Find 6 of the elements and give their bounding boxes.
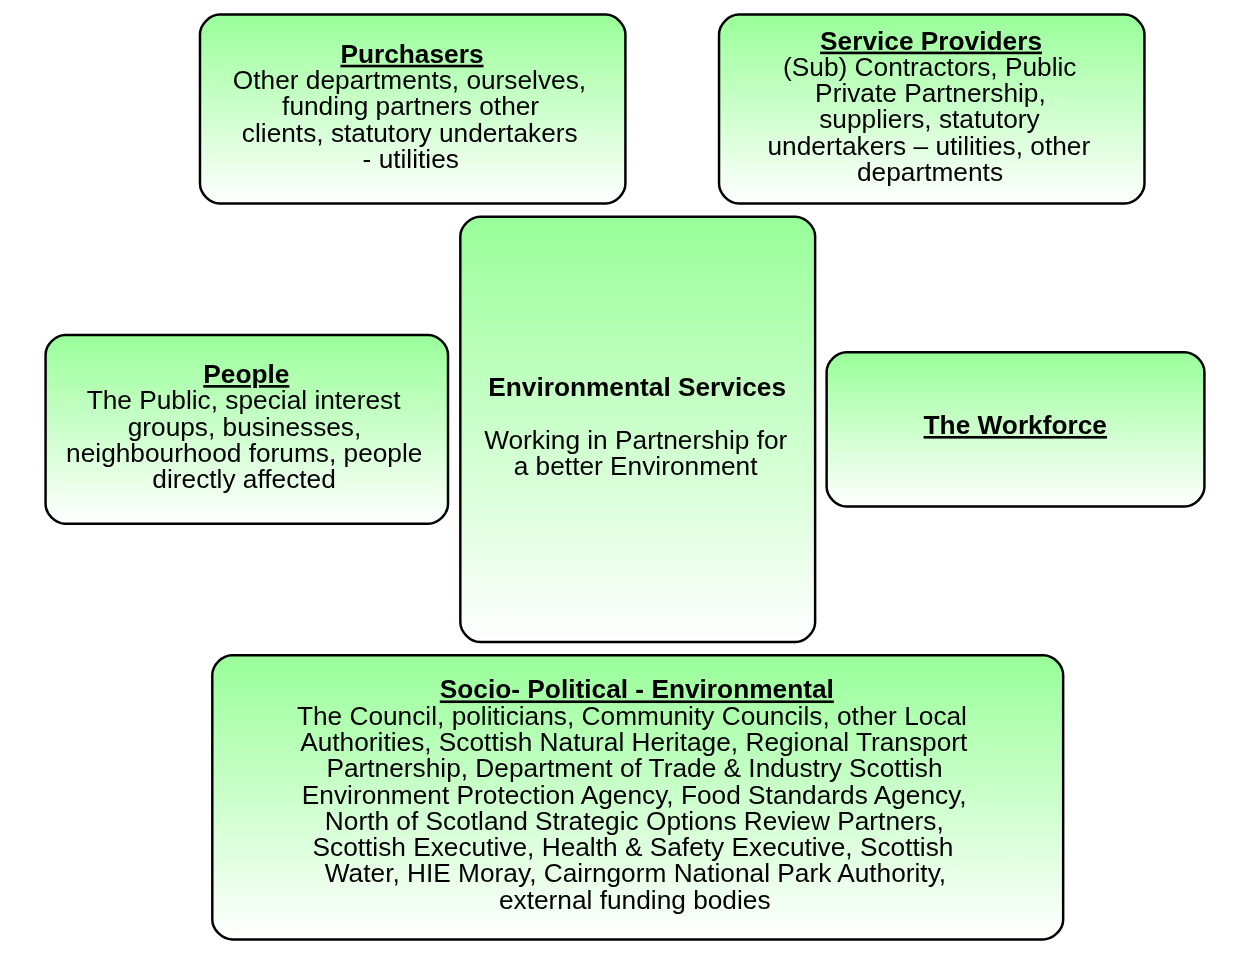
node-box: Environmental Services Working in Partnership for a better Environment: [458, 215, 816, 644]
node-box: Service Providers (Sub) Contractors, Public Private Partnership, suppliers, statutory undertakers – utilities, other departments: [717, 13, 1146, 205]
node-box: Purchasers Other departments, ourselves, funding partners other clients, statutory undertakers - utilities: [198, 13, 627, 205]
node-box: Socio- Political - Environmental The Council, politicians, Community Councils, other Local Authorities, Scottish Natural Heritage, Regional Transport Partnership, Department of Trade & Industry Scottish Environment Protection Agency, Food Standards Agency, North of Scotland Strategic Options Review Partners, Scottish Executive, Health & Safety Executive, Scottish Water, HIE Moray, Cairngorm National Park Authority, external funding bodies: [210, 654, 1064, 941]
node-box: The Workforce: [824, 350, 1206, 508]
node-box: People The Public, special interest groups, businesses, neighbourhood forums, people directly affected: [43, 333, 449, 526]
